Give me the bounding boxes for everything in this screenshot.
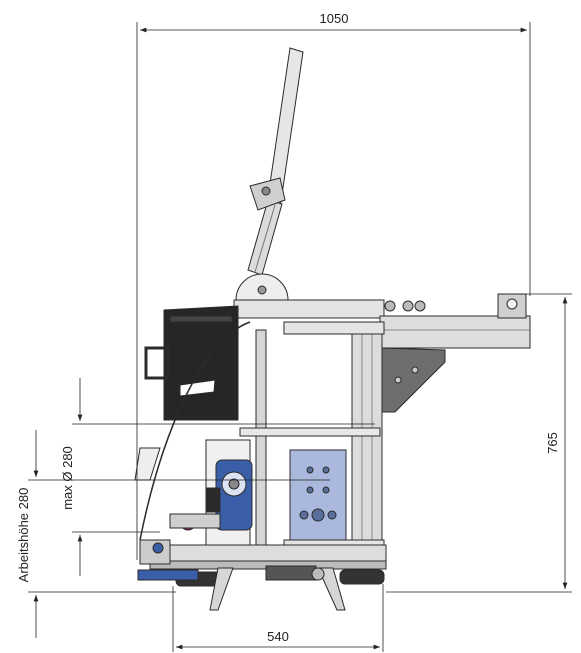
label-working-height: Arbeitshöhe 280 xyxy=(16,488,31,583)
frame-right-post xyxy=(351,329,383,559)
label-overall-width: 1050 xyxy=(320,11,349,26)
label-height: 765 xyxy=(545,432,560,454)
dimension-lines xyxy=(28,22,572,652)
label-base-width: 540 xyxy=(267,629,289,644)
foot-right xyxy=(339,569,385,585)
tool-case xyxy=(163,305,239,421)
label-max-diameter: max Ø 280 xyxy=(60,446,75,510)
extension-arm xyxy=(379,315,531,349)
blade-guard xyxy=(139,321,251,541)
motor xyxy=(205,459,253,531)
machine-drawing xyxy=(134,47,531,611)
frame-left-post xyxy=(255,329,267,559)
control-panel xyxy=(289,449,347,541)
saw-arm xyxy=(247,47,304,276)
support-bracket xyxy=(381,347,446,413)
base-table xyxy=(149,544,387,562)
top-beam xyxy=(233,299,385,319)
